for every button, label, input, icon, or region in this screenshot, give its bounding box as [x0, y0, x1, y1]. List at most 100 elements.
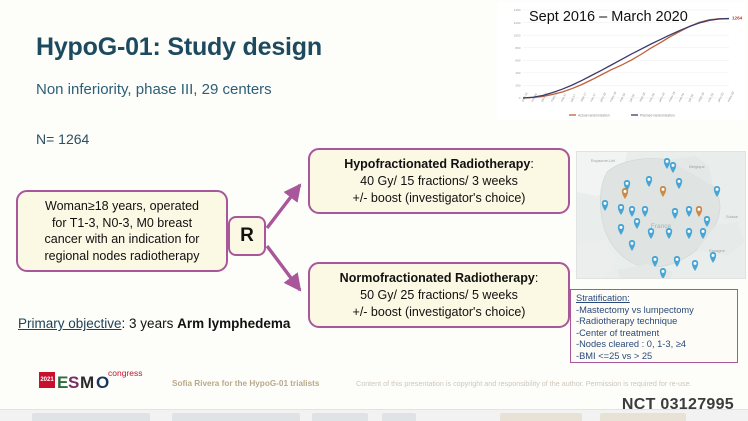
chrome-tab-2[interactable]	[172, 413, 300, 421]
map-label-france: France	[651, 223, 672, 230]
map-marker-19[interactable]	[628, 240, 636, 251]
map-marker-2[interactable]	[669, 162, 677, 173]
map-marker-26[interactable]	[703, 216, 711, 227]
svg-text:mars-18: mars-18	[609, 91, 618, 103]
browser-chrome-strip	[0, 409, 748, 421]
map-marker-16[interactable]	[665, 228, 673, 239]
svg-text:mai-19: mai-19	[677, 92, 685, 102]
map-marker-23[interactable]	[709, 252, 717, 263]
chart-series-lines	[522, 17, 730, 99]
population-line-1: Woman≥18 years, operated	[45, 199, 199, 213]
randomization-node: R	[228, 216, 266, 256]
map-marker-12[interactable]	[641, 206, 649, 217]
map-marker-11[interactable]	[628, 206, 636, 217]
map-marker-5[interactable]	[675, 178, 683, 189]
page-subtitle: Non inferiority, phase III, 29 centers	[36, 81, 272, 98]
map-marker-dot-28	[619, 225, 623, 229]
svg-text:janv-17: janv-17	[540, 92, 549, 104]
map-marker-13[interactable]	[685, 206, 693, 217]
svg-text:sept-18: sept-18	[638, 91, 646, 102]
chrome-tab-1[interactable]	[32, 413, 150, 421]
primary-objective-endpoint: Arm lymphedema	[177, 316, 291, 331]
map-marker-22[interactable]	[691, 260, 699, 271]
map-marker-20[interactable]	[651, 256, 659, 267]
map-marker-7[interactable]	[621, 188, 629, 199]
arm-hypofractionated-title: Hypofractionated Radiotherapy	[344, 156, 531, 171]
map-marker-9[interactable]	[601, 200, 609, 211]
svg-text:janv-18: janv-18	[598, 92, 607, 104]
stratification-box: Stratification: -Mastectomy vs lumpectom…	[570, 289, 738, 363]
svg-text:mars-17: mars-17	[550, 91, 559, 103]
map-marker-dot-18	[701, 229, 705, 233]
map-marker-6[interactable]	[713, 186, 721, 197]
map-marker-dot-8	[661, 187, 665, 191]
svg-text:800: 800	[515, 46, 520, 50]
esmo-congress-logo: 2021 E S M O congress	[39, 368, 143, 392]
svg-text:sept-17: sept-17	[579, 91, 587, 102]
logo-esmo-o: O	[96, 373, 109, 392]
stratification-item-bmi: -BMI <=25 vs > 25	[576, 350, 653, 361]
population-line-3: cancer with an indication for	[44, 232, 200, 246]
chart-gridlines	[523, 9, 729, 99]
arm-normofractionated-boost: +/- boost (investigator's choice)	[352, 304, 526, 319]
map-marker-24[interactable]	[633, 218, 641, 229]
svg-text:janv-19: janv-19	[657, 92, 666, 104]
svg-text:1000: 1000	[514, 33, 521, 37]
map-marker-14[interactable]	[695, 206, 703, 217]
arm-hypofractionated-heading: Hypofractionated Radiotherapy:	[344, 156, 534, 173]
centers-map[interactable]: France Belgique Suisse Espagne Royaume-U…	[576, 151, 746, 279]
map-marker-28[interactable]	[617, 224, 625, 235]
svg-text:1200: 1200	[514, 21, 521, 25]
map-marker-dot-16	[667, 229, 671, 233]
svg-text:Planned randomization: Planned randomization	[640, 113, 675, 117]
svg-text:mai-18: mai-18	[618, 92, 626, 102]
svg-text:mars-19: mars-19	[667, 91, 676, 103]
arm-normofractionated-box: Normofractionated Radiotherapy: 50 Gy/ 2…	[308, 262, 570, 328]
map-marker-dot-23	[711, 253, 715, 257]
map-marker-dot-12	[643, 207, 647, 211]
primary-objective: Primary objective: 3 years Arm lymphedem…	[18, 316, 290, 331]
arm-hypofractionated-colon: :	[530, 156, 534, 171]
map-marker-dot-17	[687, 229, 691, 233]
svg-text:janv-20: janv-20	[716, 92, 725, 104]
map-marker-dot-21	[675, 257, 679, 261]
map-marker-dot-19	[630, 241, 634, 245]
map-marker-8[interactable]	[659, 186, 667, 197]
centers-map-svg: France Belgique Suisse Espagne Royaume-U…	[577, 152, 745, 279]
map-marker-15[interactable]	[647, 228, 655, 239]
logo-congress: congress	[108, 368, 143, 378]
map-label-belgique: Belgique	[689, 164, 705, 169]
chrome-tab-5[interactable]	[500, 413, 582, 421]
map-marker-21[interactable]	[673, 256, 681, 267]
primary-objective-label: Primary objective	[18, 316, 122, 331]
map-marker-dot-2	[671, 163, 675, 167]
map-marker-dot-4	[647, 177, 651, 181]
map-marker-dot-1	[665, 159, 669, 163]
map-markers[interactable]	[601, 158, 721, 279]
map-marker-4[interactable]	[645, 176, 653, 187]
chrome-tab-3[interactable]	[312, 413, 368, 421]
map-marker-18[interactable]	[699, 228, 707, 239]
map-marker-27[interactable]	[659, 268, 667, 279]
map-marker-dot-7	[623, 189, 627, 193]
chrome-tab-6[interactable]	[600, 413, 686, 421]
map-marker-dot-13	[687, 207, 691, 211]
svg-text:nov-17: nov-17	[589, 92, 597, 102]
map-marker-dot-6	[715, 187, 719, 191]
map-marker-dot-27	[661, 269, 665, 273]
population-line-2: for T1-3, N0-3, M0 breast	[51, 215, 193, 230]
svg-text:mai-17: mai-17	[560, 92, 568, 102]
map-marker-25[interactable]	[671, 208, 679, 219]
map-marker-10[interactable]	[617, 204, 625, 215]
chrome-tab-4[interactable]	[382, 413, 416, 421]
arm-hypofractionated-dose: 40 Gy/ 15 fractions/ 3 weeks	[360, 173, 518, 188]
map-marker-17[interactable]	[685, 228, 693, 239]
arm-normofractionated-title: Normofractionated Radiotherapy	[339, 270, 535, 285]
arm-hypofractionated-boost: +/- boost (investigator's choice)	[352, 190, 526, 205]
svg-text:juil-17: juil-17	[569, 93, 577, 103]
svg-text:mars-20: mars-20	[726, 91, 735, 103]
map-marker-1[interactable]	[663, 158, 671, 169]
